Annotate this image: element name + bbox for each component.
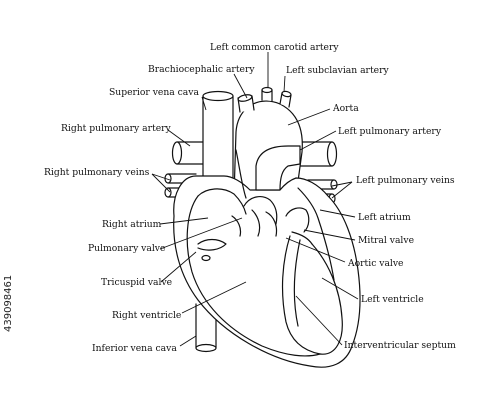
heart-outline	[173, 175, 361, 368]
label-superior-vena-cava: Superior vena cava	[109, 87, 199, 98]
label-left-common-carotid-artery: Left common carotid artery	[210, 42, 339, 53]
left-pulmonary-artery-vessel	[295, 141, 338, 167]
right-pulmonary-artery-vessel	[171, 141, 207, 165]
right-atrium-wall	[197, 188, 247, 215]
label-pulmonary-valve: Pulmonary valve	[88, 243, 165, 254]
left-atrium-wall	[297, 187, 335, 281]
label-right-ventricle: Right ventricle	[112, 310, 181, 321]
label-right-pulmonary-veins: Right pulmonary veins	[44, 167, 150, 178]
labels: Left common carotid artery Brachiocephal…	[44, 42, 456, 354]
chordae-tendineae	[201, 254, 211, 262]
interventricular-septum-shape	[281, 235, 321, 355]
label-left-pulmonary-artery: Left pulmonary artery	[338, 126, 442, 137]
aortic-arch-vessel	[233, 86, 303, 197]
heart-illustration	[164, 86, 361, 368]
label-right-pulmonary-artery: Right pulmonary artery	[61, 123, 172, 134]
ascending-aorta-edge	[235, 149, 247, 199]
pulmonary-valve-shape	[243, 196, 278, 225]
label-left-subclavian-artery: Left subclavian artery	[286, 65, 389, 76]
tricuspid-valve-shape	[197, 238, 227, 251]
left-ventricle-wall	[311, 243, 343, 355]
label-brachiocephalic-artery: Brachiocephalic artery	[148, 64, 255, 75]
label-aortic-valve: Aortic valve	[347, 258, 404, 269]
label-inferior-vena-cava: Inferior vena cava	[92, 343, 177, 354]
mitral-valve-shape	[285, 207, 313, 245]
label-tricuspid-valve: Tricuspid valve	[101, 277, 172, 288]
leader-lines	[151, 52, 359, 347]
label-interventricular-septum: Interventricular septum	[344, 340, 456, 351]
pulmonary-trunk	[255, 145, 301, 191]
septum-inner-line	[293, 239, 301, 327]
right-ventricle-wall	[186, 195, 321, 357]
label-left-ventricle: Left ventricle	[361, 294, 424, 305]
label-aorta: Aorta	[332, 103, 359, 114]
label-right-atrium: Right atrium	[102, 219, 162, 230]
label-left-atrium: Left atrium	[358, 212, 411, 223]
superior-vena-cava-vessel	[202, 90, 234, 191]
label-left-pulmonary-veins: Left pulmonary veins	[356, 175, 455, 186]
label-mitral-valve: Mitral valve	[358, 235, 414, 246]
aortic-valve-shape	[231, 209, 278, 237]
stock-id-text: 439098461	[3, 275, 14, 332]
